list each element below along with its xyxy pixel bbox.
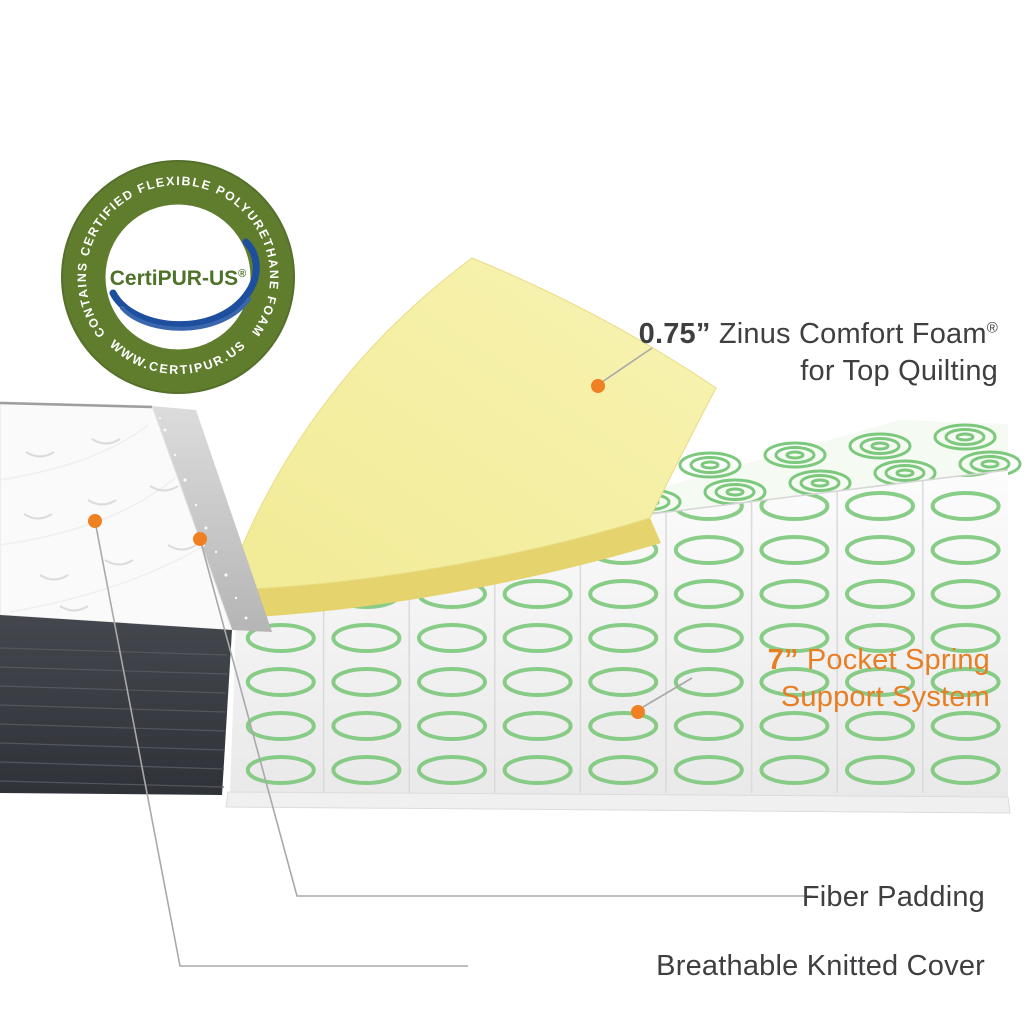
quilt-top-edge: [0, 401, 153, 409]
panel-stitch-lines: [0, 647, 228, 788]
callout-knitted-cover: Breathable Knitted Cover: [656, 950, 985, 982]
side-panel: [0, 615, 232, 795]
leader-line-fiber-padding: [199, 538, 812, 897]
swoosh-icon: [109, 238, 260, 331]
pocket-spring-measure: 7”: [767, 644, 799, 676]
marker-dot-fiber-padding: [193, 532, 207, 546]
leader-line-knitted-cover: [94, 520, 468, 967]
base-layer: [225, 791, 1011, 814]
marker-dot-knitted-cover: [88, 514, 102, 528]
leader-line-pocket-spring: [642, 677, 693, 708]
fiber-padding-layer: [152, 406, 272, 632]
callout-fiber-padding: Fiber Padding: [801, 881, 985, 913]
badge-center-text: CertiPUR-US: [110, 267, 238, 290]
callout-markers: [88, 379, 645, 719]
foam-top: [224, 257, 717, 591]
fiber-sparkles: [159, 417, 248, 620]
comfort-foam-measure: 0.75”: [638, 318, 711, 350]
foam-edge: [225, 518, 661, 618]
marker-dot-pocket-spring: [631, 705, 645, 719]
callout-comfort-foam-line2: for Top Quilting: [800, 355, 998, 387]
badge-inner-circle: [105, 204, 251, 350]
badge-registered-mark: ®: [238, 268, 246, 280]
callout-pocket-spring-line2: Support System: [780, 681, 990, 713]
comfort-foam-label: Zinus Comfort Foam: [710, 318, 987, 350]
callout-pocket-spring-line1: 7” Pocket Spring: [768, 642, 990, 679]
pocket-spring-label: Pocket Spring: [798, 644, 990, 676]
certipur-badge: CONTAINS CERTIFIED FLEXIBLE POLYURETHANE…: [61, 160, 295, 394]
comfort-foam-registered-mark: ®: [986, 319, 998, 337]
callout-comfort-foam-line1: 0.75” Zinus Comfort Foam®: [639, 316, 998, 353]
comfort-foam-layer: [224, 257, 717, 618]
marker-dot-comfort-foam: [591, 379, 605, 393]
badge-center-text-wrap: CertiPUR-US®: [110, 267, 246, 290]
leader-line-comfort-foam: [601, 347, 653, 383]
callout-pocket-spring: 7” Pocket Spring Support System: [768, 642, 990, 716]
callout-leaders: [94, 347, 812, 967]
quilt-dimples: [23, 438, 197, 612]
callout-comfort-foam: 0.75” Zinus Comfort Foam® for Top Quilti…: [639, 316, 998, 390]
spring-top-surface: [238, 420, 1008, 565]
pocket-dividers: [322, 480, 924, 793]
